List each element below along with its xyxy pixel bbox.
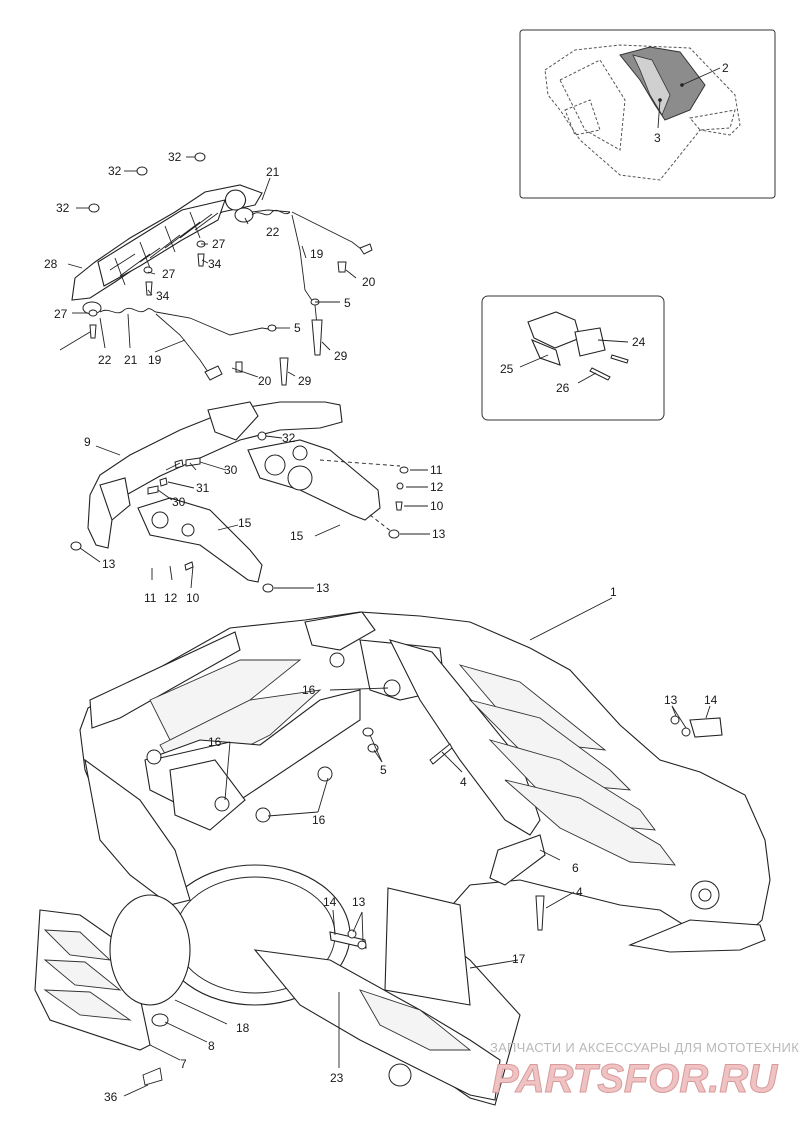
callout-5-a: 5: [344, 296, 351, 310]
callout-2: 2: [722, 61, 729, 75]
callout-30-a: 30: [224, 463, 238, 477]
callout-19-b: 19: [310, 247, 324, 261]
tunnel-body: [34, 597, 771, 1106]
callout-36: 36: [104, 1090, 118, 1104]
callout-11-a: 11: [430, 463, 443, 477]
callout-29-a: 29: [334, 349, 348, 363]
callout-13-e: 13: [664, 693, 678, 707]
callout-30-b: 30: [172, 495, 186, 509]
callout-6: 6: [572, 861, 579, 875]
callout-21-b: 21: [124, 353, 138, 367]
watermark-logo: PARTSFOR.RU: [492, 1057, 778, 1101]
callout-10-b: 10: [186, 591, 200, 605]
watermark-tagline: ЗАПЧАСТИ И АКСЕССУАРЫ ДЛЯ МОТОТЕХНИКИ: [490, 1040, 800, 1055]
inset-panel-liner: [519, 29, 776, 199]
callout-4-b: 4: [576, 885, 583, 899]
callout-29-b: 29: [298, 374, 312, 388]
rear-bumper-assembly: [59, 152, 373, 386]
callout-1: 1: [610, 585, 617, 599]
callout-18: 18: [236, 1021, 250, 1035]
callout-11-b: 11: [144, 591, 157, 605]
callout-26: 26: [556, 381, 570, 395]
callout-21-a: 21: [266, 165, 280, 179]
callout-24: 24: [632, 335, 646, 349]
callout-10-a: 10: [430, 499, 444, 513]
callout-34-b: 34: [156, 289, 170, 303]
callout-13-b: 13: [102, 557, 116, 571]
callout-9: 9: [84, 435, 91, 449]
callout-27-b: 27: [162, 267, 176, 281]
callout-27-a: 27: [212, 237, 226, 251]
callout-23: 23: [330, 1071, 344, 1085]
callout-34-a: 34: [208, 257, 222, 271]
callout-13-a: 13: [432, 527, 446, 541]
callout-22-b: 22: [98, 353, 112, 367]
callout-17: 17: [512, 952, 526, 966]
callout-16-b: 16: [208, 735, 222, 749]
callout-3: 3: [654, 131, 661, 145]
callout-32-a: 32: [108, 164, 122, 178]
callout-14-b: 14: [704, 693, 718, 707]
callout-32-c: 32: [56, 201, 70, 215]
callout-5-b: 5: [294, 321, 301, 335]
callout-28: 28: [44, 257, 58, 271]
callout-27-c: 27: [54, 307, 68, 321]
callout-15-a: 15: [238, 516, 252, 530]
watermark: ЗАПЧАСТИ И АКСЕССУАРЫ ДЛЯ МОТОТЕХНИКИ PA…: [490, 1040, 800, 1102]
callout-13-c: 13: [316, 581, 330, 595]
callout-16-a: 16: [302, 683, 316, 697]
callout-7: 7: [180, 1057, 187, 1071]
callout-4-a: 4: [460, 775, 467, 789]
callout-5-c: 5: [380, 763, 387, 777]
callout-12-a: 12: [430, 480, 444, 494]
bumper-bar-and-brackets: [70, 401, 430, 593]
inset-clip-detail: [481, 295, 665, 421]
callout-32-d: 32: [282, 431, 296, 445]
callout-14-a: 14: [323, 895, 337, 909]
callout-8: 8: [208, 1039, 215, 1053]
callout-20-a: 20: [362, 275, 376, 289]
callout-22-a: 22: [266, 225, 280, 239]
callout-19-a: 19: [148, 353, 162, 367]
callout-25: 25: [500, 362, 514, 376]
callout-16-c: 16: [312, 813, 326, 827]
callout-15-b: 15: [290, 529, 304, 543]
callout-12-b: 12: [164, 591, 178, 605]
callout-13-d: 13: [352, 895, 366, 909]
callout-31: 31: [196, 481, 210, 495]
callout-20-b: 20: [258, 374, 272, 388]
callout-32-b: 32: [168, 150, 182, 164]
